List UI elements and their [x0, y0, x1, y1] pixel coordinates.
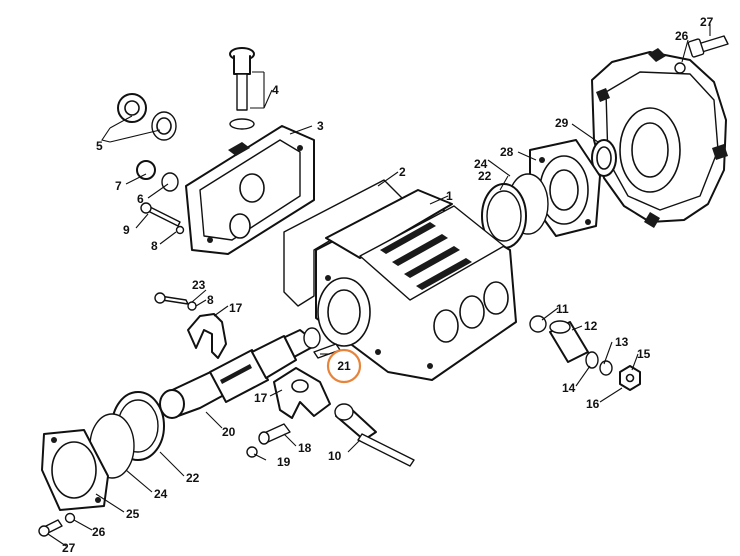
callout-28: 28 [500, 145, 514, 159]
callout-27-top: 27 [700, 15, 714, 29]
callout-7: 7 [115, 179, 122, 193]
callout-17-bottom: 17 [254, 391, 268, 405]
connecting-rod-17 [273, 367, 331, 419]
callout-6: 6 [137, 192, 144, 206]
crankshaft-20 [159, 327, 321, 419]
callout-1: 1 [446, 189, 453, 203]
callout-8-top: 8 [151, 239, 158, 253]
crankcase-cover-3 [185, 125, 315, 255]
seal-14 [585, 351, 599, 369]
callout-23: 23 [192, 278, 206, 292]
circlip-19 [246, 446, 258, 458]
callout-8-mid: 8 [207, 293, 214, 307]
callout-13: 13 [615, 335, 629, 349]
ball-bearing-22-top [481, 183, 527, 249]
nut-15 [619, 365, 641, 391]
crankcase-housing-1 [315, 189, 517, 381]
washer-top-right [674, 62, 686, 74]
callout-29: 29 [555, 116, 569, 130]
callout-2: 2 [399, 165, 406, 179]
callout-11: 11 [556, 302, 569, 316]
leader-lines [47, 24, 711, 547]
callout-17-top: 17 [229, 301, 243, 315]
callout-10: 10 [328, 449, 342, 463]
callout-3: 3 [317, 119, 324, 133]
flange-25 [41, 429, 109, 511]
callout-14: 14 [562, 381, 576, 395]
callout-22-top: 22 [478, 169, 492, 183]
callout-15: 15 [637, 347, 651, 361]
callout-21: 21 [337, 359, 351, 373]
washer-26-bottom [64, 512, 76, 524]
callout-12: 12 [584, 319, 598, 333]
guide-sleeve-12 [549, 320, 589, 363]
highlight-ring [326, 348, 362, 384]
callout-18: 18 [298, 441, 312, 455]
piston-pin-18 [258, 423, 291, 445]
callout-19: 19 [277, 455, 291, 469]
callout-16: 16 [586, 397, 600, 411]
bolt-27-bottom [38, 519, 63, 537]
seal-13 [599, 360, 613, 376]
callout-22-bottom: 22 [186, 471, 200, 485]
callout-26-top: 26 [675, 29, 689, 43]
callout-24-bottom: 24 [154, 487, 168, 501]
plunger-10 [334, 403, 415, 467]
callout-25: 25 [126, 507, 140, 521]
gasket-2 [283, 179, 403, 307]
callout-9: 9 [123, 223, 130, 237]
bearing-cap-17 [154, 292, 227, 359]
cover-bolt-top [687, 35, 729, 58]
screw-9 [140, 202, 185, 235]
callout-24-top: 24 [474, 157, 488, 171]
callout-27-bottom: 27 [62, 541, 76, 555]
plug-7 [136, 160, 179, 192]
highlight-marker[interactable] [326, 348, 362, 384]
radial-seal-29 [591, 139, 617, 177]
dipstick-4 [229, 47, 255, 130]
callout-4: 4 [272, 83, 279, 97]
callout-20: 20 [222, 425, 236, 439]
crankcase-end-cover [591, 48, 728, 228]
oil-plug-5 [117, 93, 177, 141]
callout-26-bottom: 26 [92, 525, 106, 539]
callout-5: 5 [96, 139, 103, 153]
callout-labels: 1 2 3 4 5 6 7 8 9 10 11 12 13 14 15 16 1… [62, 15, 714, 555]
